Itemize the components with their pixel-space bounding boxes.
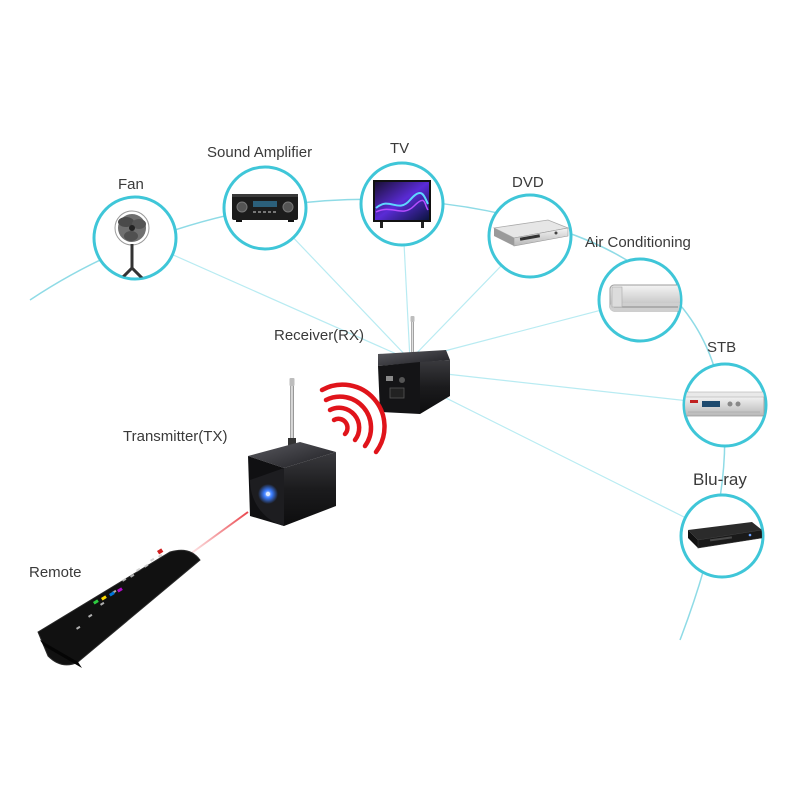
device-label-dvd: DVD xyxy=(512,174,544,191)
device-label-fan: Fan xyxy=(118,176,144,193)
device-label-ac: Air Conditioning xyxy=(585,234,691,251)
receiver-label: Receiver(RX) xyxy=(274,327,365,344)
device-node-ac xyxy=(597,257,683,343)
link-lines xyxy=(134,203,726,537)
device-node-dvd xyxy=(487,193,573,279)
transmitter-label: Transmitter(TX) xyxy=(123,428,228,445)
device-node-tv xyxy=(359,161,445,247)
dvd-player-icon xyxy=(492,219,570,247)
device-node-stb xyxy=(682,362,768,448)
link-stb xyxy=(409,369,726,406)
link-bluray xyxy=(409,379,723,537)
device-node-fan xyxy=(92,195,178,281)
link-fan xyxy=(134,237,411,361)
amplifier-icon xyxy=(232,194,298,222)
bluray-player-icon xyxy=(688,522,762,549)
device-label-stb: STB xyxy=(707,339,737,356)
device-label-sound: Sound Amplifier xyxy=(207,144,313,161)
remote-label: Remote xyxy=(29,564,82,581)
air-conditioner-icon xyxy=(609,284,680,312)
signal-waves-icon xyxy=(319,382,387,455)
device-node-sound xyxy=(222,165,308,251)
tv-icon xyxy=(373,180,431,228)
device-label-bluray: Blu-ray xyxy=(693,470,747,489)
set-top-box-icon xyxy=(685,391,765,417)
device-node-bluray xyxy=(679,493,765,579)
fan-icon xyxy=(114,210,150,278)
device-label-tv: TV xyxy=(390,140,410,157)
receiver-box-icon xyxy=(378,316,450,414)
remote-control-icon xyxy=(37,548,201,668)
transmitter-box-icon xyxy=(248,378,336,526)
